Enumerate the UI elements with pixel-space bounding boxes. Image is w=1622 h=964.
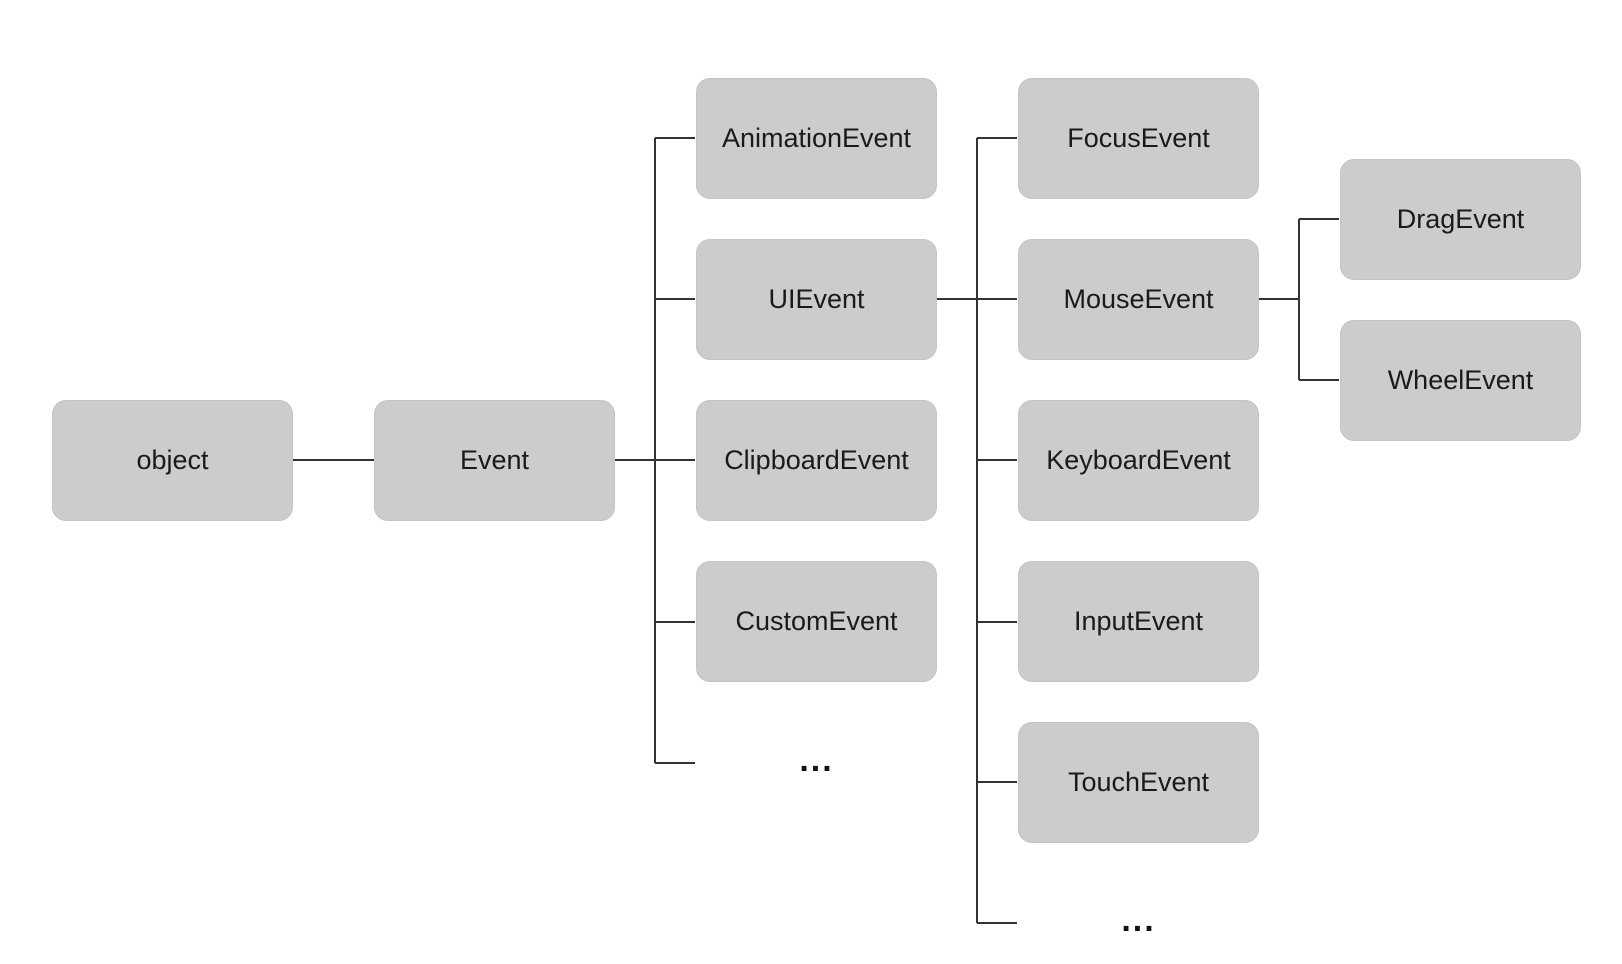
node-ui-event: UIEvent <box>696 239 937 360</box>
node-touch-event: TouchEvent <box>1018 722 1259 843</box>
node-custom-event: CustomEvent <box>696 561 937 682</box>
node-drag-event: DragEvent <box>1340 159 1581 280</box>
node-event: Event <box>374 400 615 521</box>
node-object: object <box>52 400 293 521</box>
node-clipboard-event: ClipboardEvent <box>696 400 937 521</box>
node-animation-event: AnimationEvent <box>696 78 937 199</box>
node-wheel-event: WheelEvent <box>1340 320 1581 441</box>
node-event-more-ellipsis: ... <box>799 740 834 779</box>
node-focus-event: FocusEvent <box>1018 78 1259 199</box>
node-keyboard-event: KeyboardEvent <box>1018 400 1259 521</box>
node-mouse-event: MouseEvent <box>1018 239 1259 360</box>
node-uievent-more-ellipsis: ... <box>1121 900 1156 939</box>
node-input-event: InputEvent <box>1018 561 1259 682</box>
